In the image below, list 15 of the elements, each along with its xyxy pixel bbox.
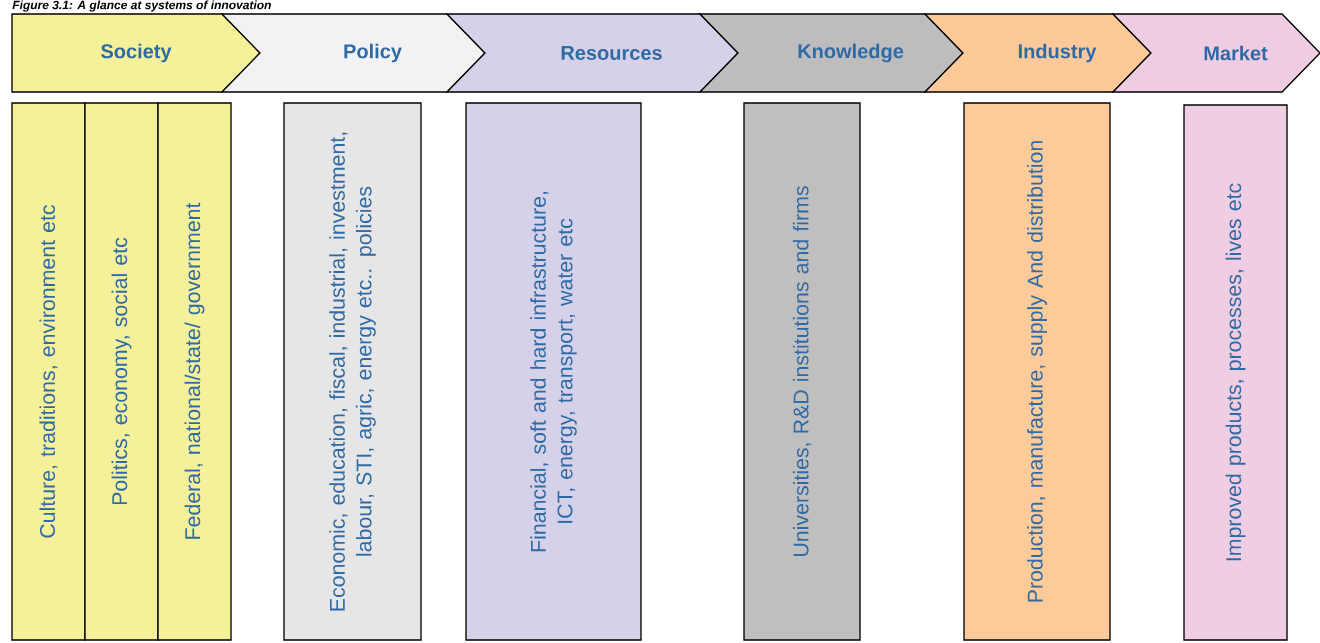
text-column: Improved products, processes, lives etc [1183,104,1288,641]
text-column: Production, manufacture, supply And distribution [963,102,1111,641]
chevron-band: Knowledge [698,13,964,93]
chevron-band: Industry [923,13,1152,93]
chevron-band: Market [1111,13,1320,93]
chevron-band: Resources [445,13,739,93]
figure-title: Figure 3.1: A glance at systems of innovation [12,0,271,12]
chevron-band: Policy [220,13,486,93]
text-column: Financial, soft and hard infrastructure, ICT, energy, transport, water etc [465,102,642,641]
chevron-band: Society [11,13,261,93]
text-column: Politics, economy, social etc [84,102,159,641]
text-column: Culture, traditions, environment etc [11,102,86,641]
text-column: Universities, R&D institutions and firms [743,102,861,641]
text-column: Economic, education, fiscal, industrial, investment, labour, STI, agric, energy etc.. policies [283,102,422,641]
text-column: Federal, national/state/ government [157,102,232,641]
